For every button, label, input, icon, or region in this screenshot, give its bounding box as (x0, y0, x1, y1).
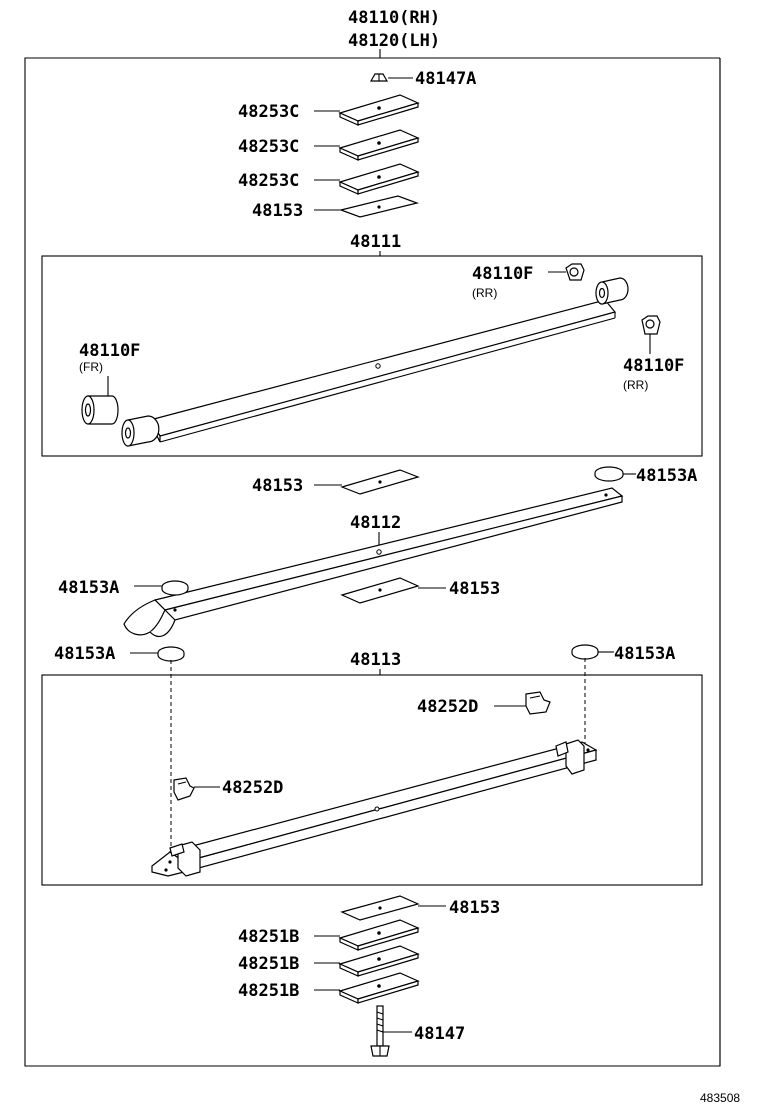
spacer-1-label: 48253C (238, 102, 299, 122)
bushing-fr-note: (FR) (79, 360, 103, 374)
bushing-rr-upper (565, 263, 585, 281)
center-bolt (370, 1005, 390, 1057)
leaf-3-label: 48113 (350, 650, 401, 670)
pad-right-lower-label: 48153A (614, 644, 675, 664)
spacer-3-label: 48253C (238, 171, 299, 191)
clip-left-label: 48252D (222, 778, 283, 798)
pad-right-upper-label: 48153A (636, 466, 697, 486)
spacer-b2-label: 48251B (238, 954, 299, 974)
bushing-rr-lower-label: 48110F (623, 356, 684, 376)
pad-left-mid-label: 48153A (58, 578, 119, 598)
bushing-rr-upper-label: 48110F (472, 264, 533, 284)
bushing-fr-label: 48110F (79, 341, 140, 361)
leaf-2-label: 48112 (350, 513, 401, 533)
insert-bottom-label: 48153 (449, 898, 500, 918)
bushing-rr-lower-note: (RR) (623, 378, 648, 392)
second-leaf-spring (123, 487, 624, 638)
leaf-3-box (41, 674, 703, 886)
leaf-3-clip-right-band (555, 739, 585, 775)
pad-left-mid (161, 580, 189, 596)
bushing-rr-upper-note: (RR) (472, 286, 497, 300)
bushing-rr-lower (641, 315, 661, 335)
main-leaf-spring (149, 299, 617, 443)
insert-mid-lower-label: 48153 (449, 579, 500, 599)
clip-right-label: 48252D (417, 697, 478, 717)
spacer-b-plate-2 (338, 945, 420, 977)
leaf-1-front-eye (121, 415, 160, 447)
spacer-plate-1 (338, 94, 420, 126)
nut-top-label: 48147A (415, 69, 476, 89)
leaf-3-clip-left-band (169, 841, 201, 877)
spacer-plate-3 (338, 163, 420, 195)
assembly-part-lh: 48120(LH) (348, 31, 440, 51)
nut-top (369, 73, 389, 82)
spacer-b-plate-3 (338, 972, 420, 1004)
spacer-plate-2 (338, 129, 420, 161)
insert-mid-lower (340, 577, 420, 604)
spacer-b1-label: 48251B (238, 927, 299, 947)
insert-bottom (340, 895, 420, 921)
insert-top-label: 48153 (252, 201, 303, 221)
pad-left-lower-label: 48153A (54, 644, 115, 664)
spacer-2-label: 48253C (238, 137, 299, 157)
pad-right-upper (594, 466, 624, 482)
insert-mid-upper-label: 48153 (252, 476, 303, 496)
third-leaf-spring (151, 741, 598, 877)
insert-top (338, 195, 420, 218)
figure-number: 483508 (700, 1091, 740, 1105)
leaf-1-rear-eye (595, 277, 629, 305)
spacer-b3-label: 48251B (238, 981, 299, 1001)
leaf-1-label: 48111 (350, 232, 401, 252)
pad-right-lower (571, 644, 599, 660)
pad-left-lower (157, 646, 185, 662)
clip-left (173, 777, 195, 801)
center-bolt-label: 48147 (414, 1024, 465, 1044)
bushing-fr (81, 395, 119, 425)
insert-mid-upper (340, 469, 420, 495)
leaf-1-box (41, 255, 703, 457)
spacer-b-plate-1 (338, 919, 420, 951)
assembly-part-rh: 48110(RH) (348, 8, 440, 28)
clip-right (525, 691, 551, 715)
